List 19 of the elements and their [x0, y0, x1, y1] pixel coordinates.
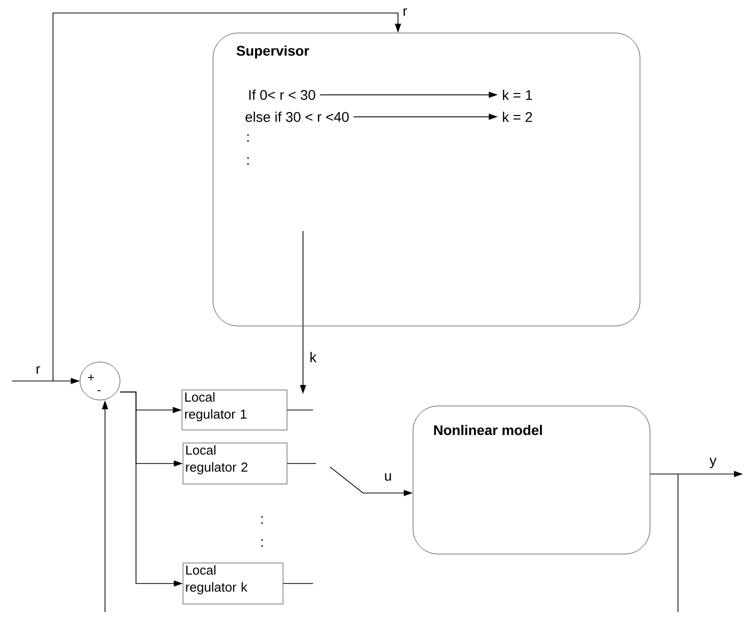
edge-label: r [34, 365, 42, 375]
rule-text: k = 2 [502, 112, 532, 122]
rule-text: If 0< r < 30 [249, 90, 316, 100]
summing-junction: + - [80, 362, 120, 400]
model-box: Nonlinear model [412, 406, 650, 554]
ellipsis-dots: : [247, 134, 249, 142]
regulator-box: Local regulator 2 [182, 442, 288, 484]
ellipsis-dots: : [261, 516, 263, 524]
ellipsis-dots: : [261, 539, 263, 547]
regulator-box: Local regulator 1 [182, 390, 288, 430]
edge-label: k [308, 350, 318, 364]
ellipsis-dots: : [247, 157, 249, 165]
edge-label: u [383, 472, 393, 482]
regulator-box: Local regulator k [182, 562, 284, 604]
edge-label: r [402, 7, 408, 17]
rule-text: k = 1 [502, 90, 532, 100]
rule-text: else if 30 < r <40 [246, 112, 349, 122]
arrow [52, 12, 402, 382]
edge-label: y [708, 456, 718, 470]
